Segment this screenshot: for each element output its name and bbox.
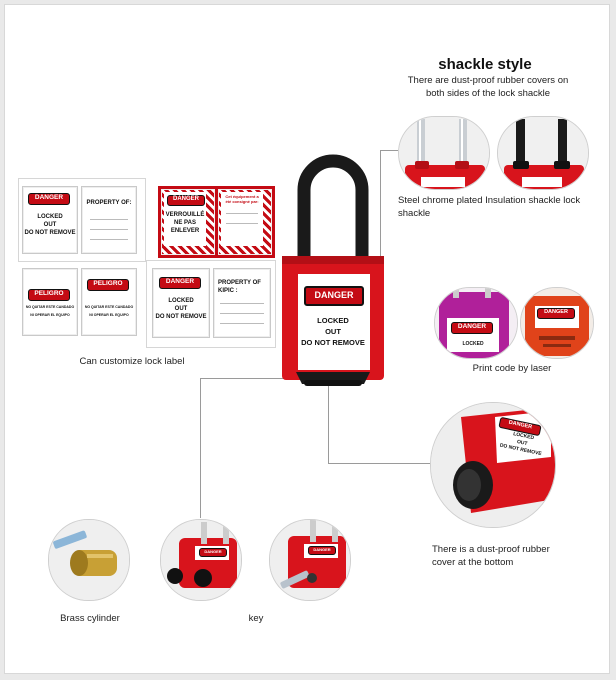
write-line <box>226 223 258 224</box>
key-closeup-1: DANGER <box>160 519 242 601</box>
danger-badge: DANGER <box>167 195 205 206</box>
peligro-badge: PELIGRO <box>28 289 70 301</box>
connector-line <box>328 463 430 464</box>
padlock-main-image <box>282 154 384 386</box>
write-line <box>90 239 128 240</box>
shackle-steel-image <box>399 117 489 189</box>
pink-locked-text: LOCKED <box>462 341 484 347</box>
pink-danger-badge: DANGER <box>451 322 493 334</box>
locked-text: LOCKED <box>168 298 194 304</box>
brass-caption: Brass cylinder <box>60 613 120 624</box>
shackle-steel-closeup <box>398 116 490 190</box>
shackle-insulated-closeup <box>497 116 589 190</box>
no-quitar-text: NO QUITAR ESTE CANDADO <box>84 305 134 309</box>
bottom-cover-closeup: DANGER LOCKED OUT DO NOT REMOVE <box>430 402 556 528</box>
padlock-danger-text: DANGER <box>314 290 354 300</box>
shackle-insulated-image <box>498 117 588 189</box>
danger-text: DANGER <box>313 547 331 552</box>
ne-pas-text: NE PAS <box>174 220 196 226</box>
write-line <box>90 229 128 230</box>
padlock-locked-text: LOCKED <box>317 316 349 325</box>
no-quitar-text: NO QUITAR ESTE CANDADO <box>25 305 75 309</box>
laser-orange-image <box>521 288 593 358</box>
ni-operar-text: NI OPERAR EL EQUIPO <box>89 313 129 317</box>
key2-danger-badge: DANGER <box>308 546 336 555</box>
ni-operar-text: NI OPERAR EL EQUIPO <box>30 313 70 317</box>
label-card-equipement: Cet équipement a été consigné par: <box>215 186 275 258</box>
connector-line <box>328 372 329 464</box>
label-card-text: LOCKED OUT DO NOT REMOVE <box>23 213 77 237</box>
peligro-text: PELIGRO <box>93 280 123 287</box>
label-card-property: PROPERTY OF: <box>81 186 137 254</box>
card-inner <box>221 192 263 246</box>
write-line <box>220 303 264 304</box>
orange-danger-badge: DANGER <box>537 308 575 319</box>
bottom-caption-line-1: There is a dust-proof rubber <box>432 544 550 555</box>
peligro-badge: PELIGRO <box>87 279 129 291</box>
shackle-caption-line-2: shackle <box>398 208 431 219</box>
out-text: OUT <box>174 306 188 312</box>
laser-caption: Print code by laser <box>472 363 552 374</box>
key-image-1 <box>161 520 241 600</box>
label-card-danger: DANGER LOCKED OUT DO NOT REMOVE <box>152 268 210 338</box>
write-line <box>90 219 128 220</box>
property-of-kipic-text: PROPERTY OF KIPIC : <box>218 280 261 294</box>
danger-text: DANGER <box>204 549 222 554</box>
peligro-text: PELIGRO <box>34 290 64 297</box>
danger-text: DANGER <box>172 196 199 202</box>
danger-text: DANGER <box>165 278 195 285</box>
bottom-caption-line-2: cover at the bottom <box>432 557 514 568</box>
laser-orange-closeup: DANGER <box>520 287 594 359</box>
connector-line <box>380 150 398 151</box>
label-card-peligro: PELIGRO NO QUITAR ESTE CANDADO NI OPERAR… <box>22 268 78 336</box>
label-card-danger: DANGER LOCKED OUT DO NOT REMOVE <box>22 186 78 254</box>
enlever-text: ENLEVER <box>170 228 200 234</box>
connector-line <box>380 150 381 260</box>
label-group-outline <box>18 178 146 262</box>
section-title: shackle style <box>438 56 532 73</box>
locked-text: LOCKED <box>37 214 63 220</box>
padlock-label-text: LOCKED OUT DO NOT REMOVE <box>298 315 368 348</box>
connector-line <box>200 378 201 518</box>
shackle-caption-line-1: Steel chrome plated Insulation shackle l… <box>398 195 581 206</box>
danger-text: DANGER <box>457 323 487 330</box>
remove-text: DO NOT REMOVE <box>155 314 207 320</box>
property-of-text: PROPERTY OF: <box>86 200 132 206</box>
remove-text: DO NOT REMOVE <box>24 230 76 236</box>
write-line <box>220 313 264 314</box>
key-closeup-2: DANGER <box>269 519 351 601</box>
label-group-outline <box>146 260 276 348</box>
padlock-danger-badge: DANGER <box>304 286 364 306</box>
write-line <box>220 323 264 324</box>
label-card-text: VERROUILLÉ NE PAS ENLEVER <box>161 211 209 235</box>
subtitle-line-2: both sides of the lock shackle <box>425 88 551 99</box>
label-card-verrouille: DANGER VERROUILLÉ NE PAS ENLEVER <box>158 186 218 258</box>
equipement-text: Cet équipement a été consigné par: <box>222 194 262 204</box>
laser-pink-closeup: DANGER LOCKED <box>434 287 518 359</box>
equipement-line-2: été consigné par: <box>225 199 259 204</box>
subtitle-line-1: There are dust-proof rubber covers on <box>407 75 569 86</box>
danger-badge: DANGER <box>28 193 70 205</box>
label-card-text: LOCKED OUT DO NOT REMOVE <box>153 297 209 321</box>
key-caption: key <box>248 613 264 624</box>
key-image-2 <box>270 520 350 600</box>
customize-caption: Can customize lock label <box>79 356 185 367</box>
danger-text: DANGER <box>34 194 64 201</box>
verrouille-text: VERROUILLÉ <box>165 212 205 218</box>
brass-cylinder-closeup <box>48 519 130 601</box>
brass-cylinder-image <box>49 520 129 600</box>
padlock-out-text: OUT <box>325 327 341 336</box>
danger-text: DANGER <box>544 309 568 315</box>
label-card-peligro: PELIGRO NO QUITAR ESTE CANDADO NI OPERAR… <box>81 268 137 336</box>
bottom-cover-image <box>431 403 555 527</box>
out-text: OUT <box>43 222 57 228</box>
connector-line <box>200 378 328 379</box>
equipement-line-1: Cet équipement a <box>225 194 259 199</box>
key1-danger-badge: DANGER <box>199 548 227 557</box>
write-line <box>226 213 258 214</box>
padlock-remove-text: DO NOT REMOVE <box>301 338 365 347</box>
danger-badge: DANGER <box>159 277 201 289</box>
label-card-property: PROPERTY OF KIPIC : <box>213 268 271 338</box>
